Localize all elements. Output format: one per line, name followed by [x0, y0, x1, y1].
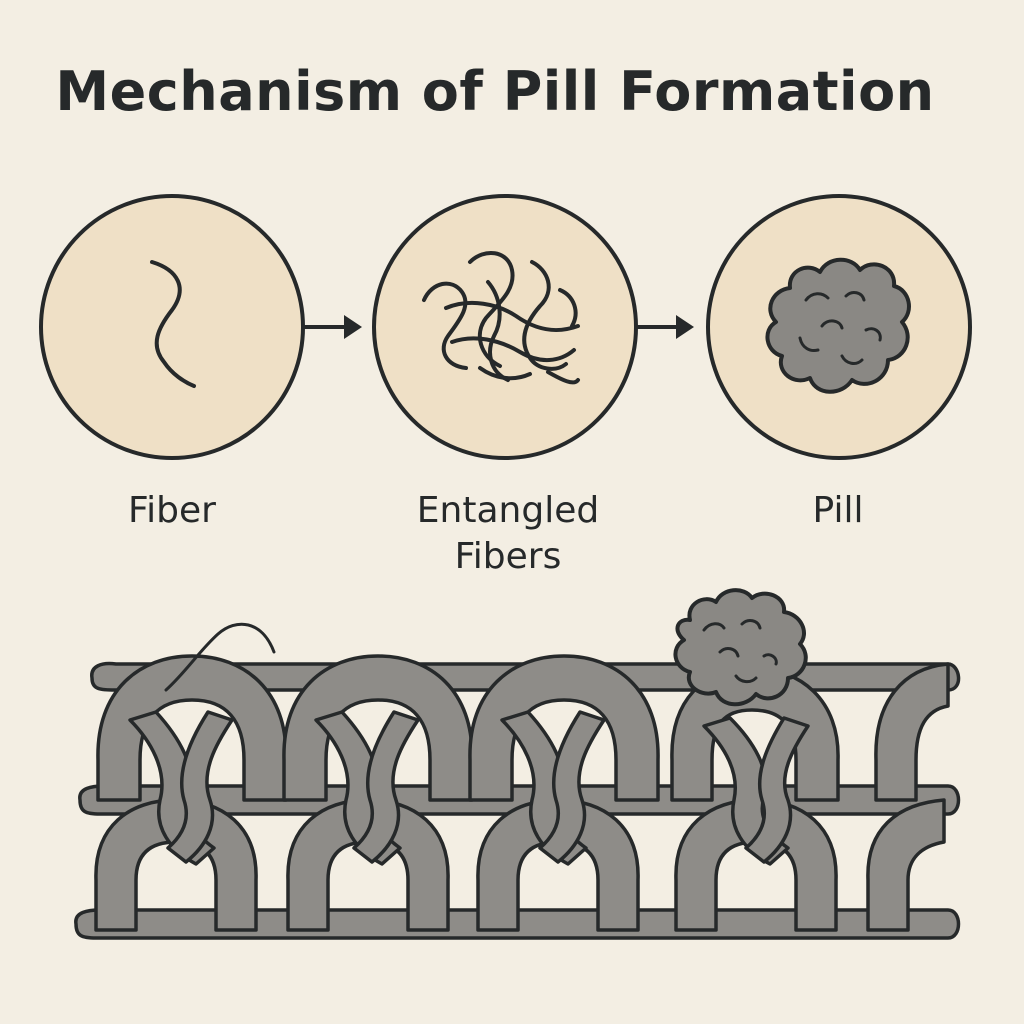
fabric-bottom-loops	[94, 798, 946, 932]
stage-label-entangled-fibers: Entangled Fibers	[416, 490, 600, 577]
arrow-fiber-to-entangled-icon	[303, 315, 362, 339]
stage-fiber-circle	[39, 194, 305, 460]
loose-fiber-icon	[164, 622, 276, 692]
knit-fabric	[74, 588, 961, 940]
stage-label-fiber: Fiber	[128, 490, 216, 531]
fabric-interlace-twists	[128, 710, 810, 866]
pill-ball-icon	[765, 257, 911, 394]
page-title: Mechanism of Pill Formation	[55, 60, 935, 123]
entangled-fibers-icon	[422, 250, 580, 385]
fabric-pill-icon	[673, 588, 808, 707]
stage-fiber	[39, 194, 305, 460]
stage-entangled-circle	[372, 194, 638, 460]
arrow-entangled-to-pill-icon	[637, 315, 694, 339]
single-fiber-icon	[150, 260, 196, 388]
stage-label-pill: Pill	[812, 490, 864, 531]
stage-pill	[706, 194, 972, 460]
fabric-top-loops	[96, 654, 950, 802]
stage-entangled	[372, 194, 638, 460]
